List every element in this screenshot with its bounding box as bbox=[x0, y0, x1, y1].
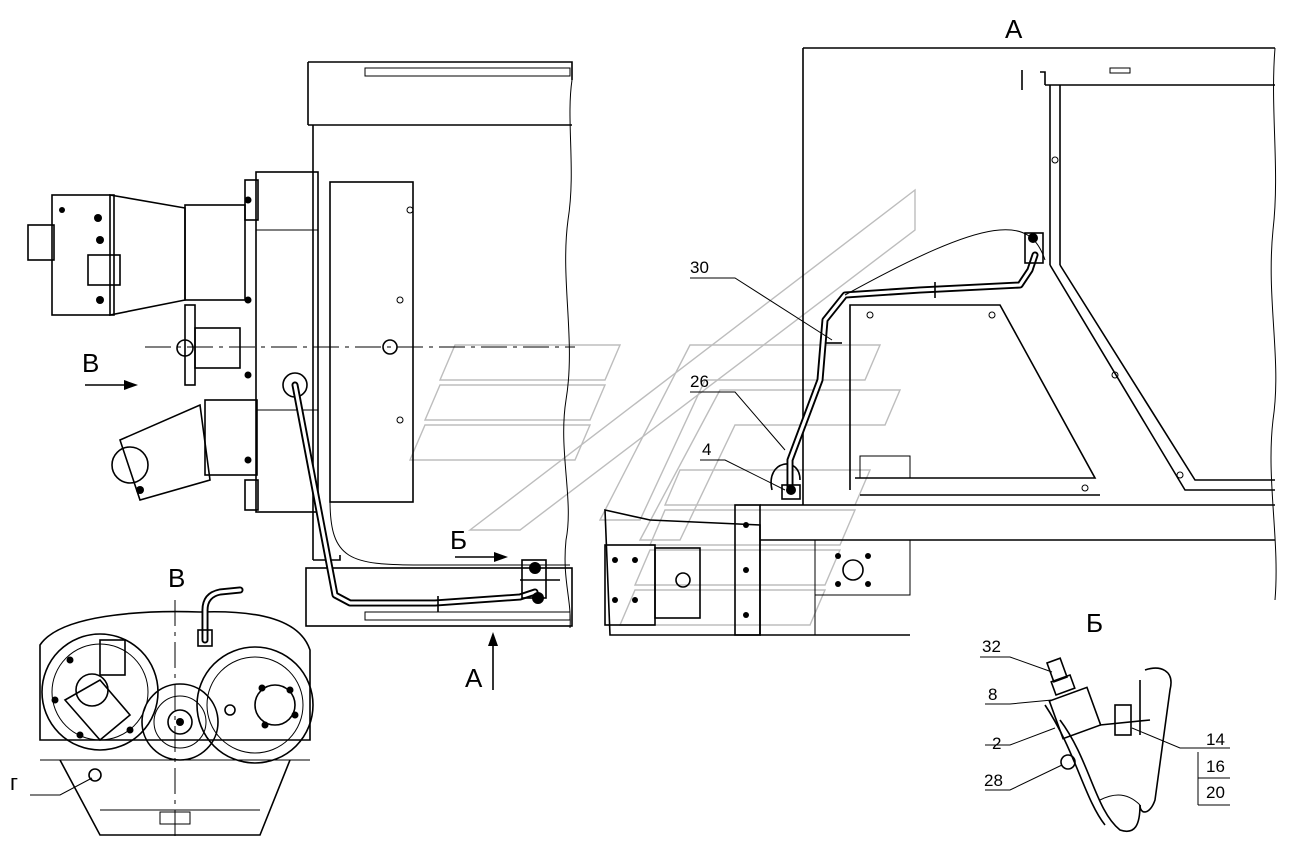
view-arrows bbox=[85, 380, 508, 690]
view-b-detail bbox=[1044, 657, 1172, 832]
hose-view-a bbox=[781, 229, 1046, 500]
view-a-title: А bbox=[1005, 14, 1023, 44]
callout-g: г bbox=[10, 770, 19, 795]
callout-26: 26 bbox=[690, 372, 709, 391]
view-v-title: В bbox=[168, 563, 186, 593]
callout-16: 16 bbox=[1206, 757, 1225, 776]
callout-32: 32 bbox=[982, 637, 1001, 656]
callout-2: 2 bbox=[992, 734, 1002, 753]
callout-4: 4 bbox=[702, 440, 712, 459]
leader-lines-view-b bbox=[980, 656, 1230, 806]
callout-14: 14 bbox=[1206, 730, 1225, 749]
callout-30: 30 bbox=[690, 258, 709, 277]
pump-unit-view-a bbox=[604, 504, 761, 636]
callout-20: 20 bbox=[1206, 783, 1225, 802]
arrow-b-label: Б bbox=[450, 525, 468, 555]
watermark-logo bbox=[408, 188, 916, 626]
view-a-frame bbox=[760, 47, 1277, 636]
arrow-a-label: А bbox=[465, 663, 483, 693]
hose-left-view bbox=[291, 381, 560, 612]
gearbox-housing-view bbox=[27, 61, 575, 629]
leader-lines-view-a bbox=[690, 277, 833, 491]
callout-8: 8 bbox=[988, 685, 998, 704]
view-b-title: Б bbox=[1086, 608, 1104, 638]
callout-28: 28 bbox=[984, 771, 1003, 790]
view-v-gearbox bbox=[30, 586, 314, 840]
arrow-v-label: В bbox=[82, 348, 100, 378]
